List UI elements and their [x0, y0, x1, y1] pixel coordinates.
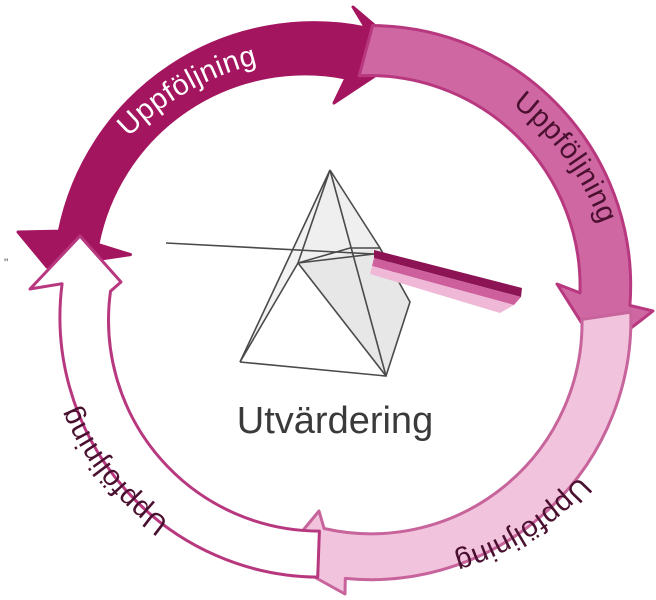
- center-label: Utvärdering: [237, 400, 433, 442]
- cycle-arrow-segment: [16, 5, 410, 269]
- cycle-arrow-segment: [28, 234, 321, 579]
- prism-pyramid-icon: [165, 169, 522, 377]
- edge-mark: ": [4, 256, 9, 270]
- cycle-arrow-segment: [357, 24, 655, 354]
